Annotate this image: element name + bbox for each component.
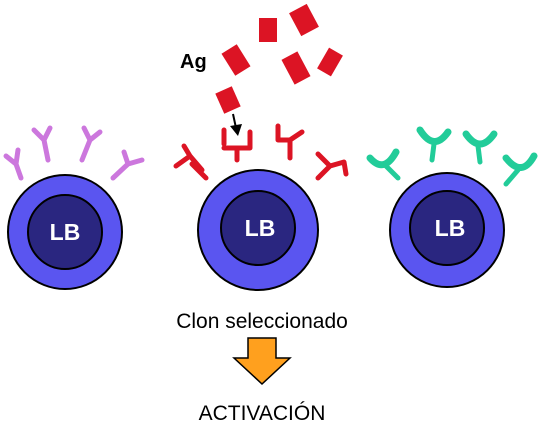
b-lymphocyte-center: LB	[173, 123, 349, 291]
binding-arrow	[230, 113, 242, 136]
receptor-square-y	[173, 143, 209, 181]
antigen-particle	[317, 47, 343, 77]
receptor-cup	[462, 130, 498, 165]
receptor-y	[79, 125, 103, 163]
antigen-particle	[289, 3, 319, 37]
antigen-particle	[215, 86, 241, 114]
receptor-cup	[366, 148, 401, 181]
receptors-right	[366, 126, 538, 187]
down-arrow-icon	[232, 337, 292, 386]
receptor-square-y	[315, 151, 349, 181]
receptor-y	[31, 125, 53, 163]
receptor-square-y	[275, 123, 305, 161]
cell-nucleus	[220, 190, 296, 266]
cell-label: LB	[435, 215, 466, 241]
antigens	[215, 3, 343, 114]
b-lymphocyte-left: LB	[3, 125, 145, 290]
arrow-head-icon	[230, 124, 242, 136]
receptor-square-y	[221, 127, 253, 163]
receptors-left	[3, 125, 145, 181]
receptor-cup	[502, 152, 538, 187]
selection-caption: Clon seleccionado	[176, 310, 348, 333]
cell-label: LB	[245, 215, 276, 241]
result-caption: ACTIVACIÓN	[199, 402, 326, 425]
cell-nucleus	[27, 194, 103, 270]
receptor-y	[110, 149, 145, 181]
b-lymphocyte-right: LB	[366, 126, 538, 288]
antigen-particle	[259, 18, 277, 42]
receptor-cup	[416, 126, 452, 163]
receptor-y	[3, 147, 24, 181]
antigen-particle	[281, 51, 311, 85]
cell-nucleus	[409, 190, 485, 266]
receptors-center	[173, 123, 349, 181]
cell-label: LB	[50, 219, 81, 245]
antigen-label: Ag	[180, 51, 207, 73]
antigen-particle	[221, 44, 251, 76]
